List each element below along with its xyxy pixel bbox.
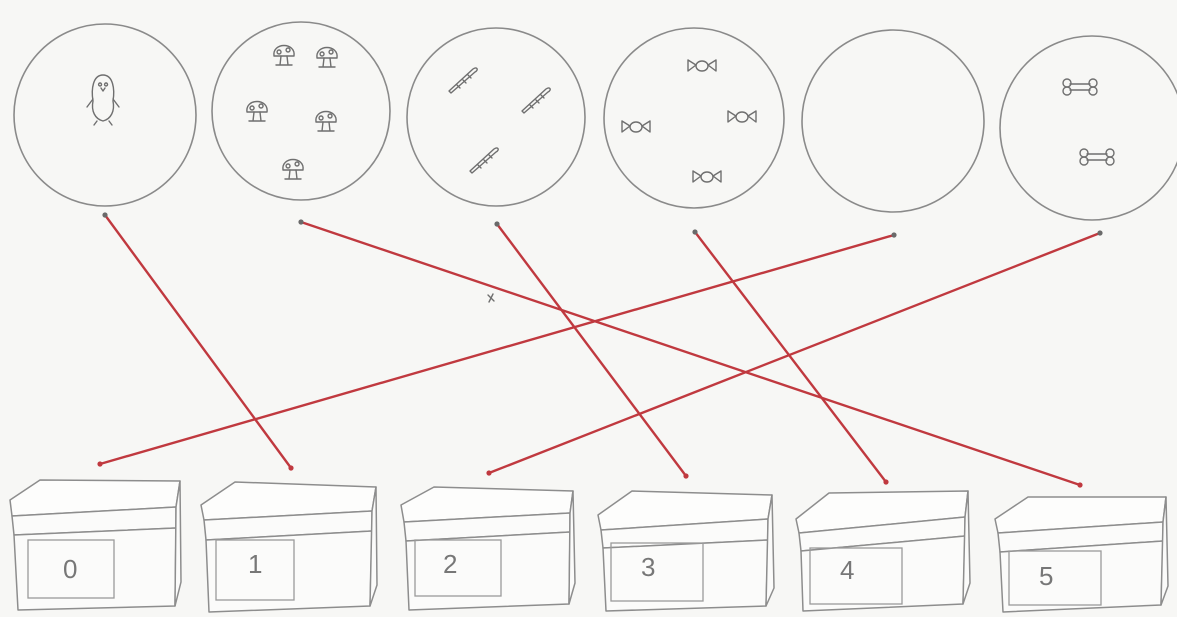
number-box-5[interactable]: 5 xyxy=(994,496,1169,613)
line-endpoint-dot xyxy=(298,219,304,225)
line-endpoint-dot xyxy=(692,229,698,235)
box-number: 3 xyxy=(641,552,655,582)
box-number: 5 xyxy=(1039,561,1053,591)
line-endpoint-dot xyxy=(1097,230,1103,236)
box-number: 4 xyxy=(840,555,854,585)
group-circle-3[interactable] xyxy=(406,27,586,207)
line-endpoint-dot xyxy=(288,465,294,471)
penguin-icon xyxy=(86,74,120,126)
candy-icon xyxy=(727,110,757,123)
box-number: 1 xyxy=(248,549,262,579)
match-line xyxy=(495,222,688,478)
match-lines xyxy=(97,212,1103,488)
mushroom-icon xyxy=(246,100,268,122)
line-endpoint-dot xyxy=(883,479,889,485)
line-endpoint-dot xyxy=(683,473,689,479)
line-endpoint-dot xyxy=(486,470,492,476)
mushroom-icon xyxy=(315,110,337,132)
line-endpoint-dot xyxy=(891,232,897,238)
number-box-0[interactable]: 0 xyxy=(9,479,182,611)
number-box-3[interactable]: 3 xyxy=(597,490,775,612)
match-line xyxy=(299,220,1082,487)
group-circle-4[interactable] xyxy=(603,27,785,209)
box-number: 2 xyxy=(443,549,457,579)
group-circle-6[interactable] xyxy=(999,35,1177,221)
carrot-icon xyxy=(448,67,478,94)
match-line xyxy=(487,231,1102,475)
line-endpoint-dot xyxy=(1077,482,1083,488)
group-circle-1[interactable] xyxy=(13,23,197,207)
mushroom-icon xyxy=(282,158,304,180)
bone-icon xyxy=(1079,148,1115,166)
candy-icon xyxy=(687,59,717,72)
mushroom-icon xyxy=(273,44,295,66)
bone-icon xyxy=(1062,78,1098,96)
match-line xyxy=(693,230,888,484)
number-box-1[interactable]: 1 xyxy=(200,481,378,613)
mushroom-icon xyxy=(316,46,338,68)
line-endpoint-dot xyxy=(102,212,108,218)
match-line xyxy=(103,213,293,470)
match-line xyxy=(98,233,896,466)
box-number: 0 xyxy=(63,554,77,584)
group-circle-2[interactable] xyxy=(211,21,391,201)
group-circle-5[interactable] xyxy=(801,29,985,213)
candy-icon xyxy=(692,170,722,183)
pencil-mark xyxy=(487,293,495,303)
line-endpoint-dot xyxy=(97,461,103,467)
carrot-icon xyxy=(469,147,499,174)
candy-icon xyxy=(621,120,651,133)
line-endpoint-dot xyxy=(494,221,500,227)
number-box-4[interactable]: 4 xyxy=(795,490,971,612)
number-box-2[interactable]: 2 xyxy=(400,486,576,611)
carrot-icon xyxy=(521,87,551,114)
